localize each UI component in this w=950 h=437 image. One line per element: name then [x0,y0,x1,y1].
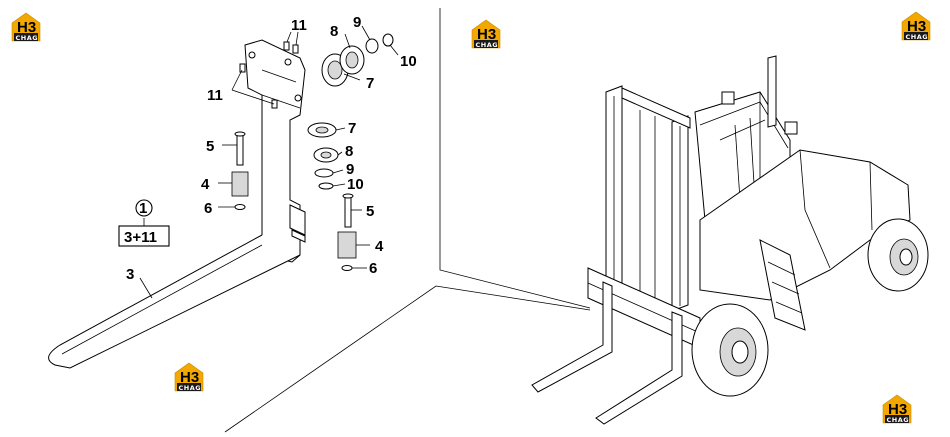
svg-text:H3: H3 [888,401,907,418]
callout-9-lower: 9 [346,161,354,178]
callout-10-lower: 10 [347,176,364,193]
fork-assembly [48,39,306,369]
lower-bearing-stack [307,122,346,190]
callout-4-left: 4 [201,176,210,193]
callout-7-lower: 7 [348,120,356,137]
callout-1: 1 [139,200,147,217]
svg-text:CHAG: CHAG [16,34,39,42]
watermark-logo-2: H3 CHAG [471,19,501,49]
callout-7-top: 7 [366,75,374,92]
svg-text:CHAG: CHAG [906,33,929,41]
callout-10-top: 10 [400,53,417,70]
leader-lines-left [139,218,153,299]
watermark-logo-3: H3 CHAG [901,11,931,41]
upper-bearing-stack [321,25,399,87]
bolt-group-11 [231,31,299,109]
svg-text:CHAG: CHAG [179,384,202,392]
callout-9-top: 9 [353,14,361,31]
callout-8-lower: 8 [345,143,353,160]
callout-11-top: 11 [291,17,307,34]
svg-text:CHAG: CHAG [476,41,499,49]
svg-text:H3: H3 [17,19,36,36]
svg-text:CHAG: CHAG [887,416,910,424]
watermark-logo-5: H3 CHAG [882,394,912,424]
callout-6-right: 6 [369,260,377,277]
svg-text:H3: H3 [180,369,199,386]
divider-lines [224,8,591,433]
callout-3-plus-11: 3+11 [124,229,157,246]
callout-5-left: 5 [206,138,214,155]
svg-text:H3: H3 [907,18,926,35]
forklift-illustration [531,55,929,425]
callout-3-11-box [118,225,170,247]
watermark-logo-1: H3 CHAG [11,12,41,42]
callout-11-left: 11 [207,87,223,104]
pins-and-blocks [218,131,370,271]
svg-text:H3: H3 [477,26,496,43]
callout-8-top: 8 [330,23,338,40]
callout-3: 3 [126,266,134,283]
callout-5-right: 5 [366,203,374,220]
callout-6-left: 6 [204,200,212,217]
callout-1-circle [135,199,153,217]
callout-4-right: 4 [375,238,384,255]
watermark-logo-4: H3 CHAG [174,362,204,392]
